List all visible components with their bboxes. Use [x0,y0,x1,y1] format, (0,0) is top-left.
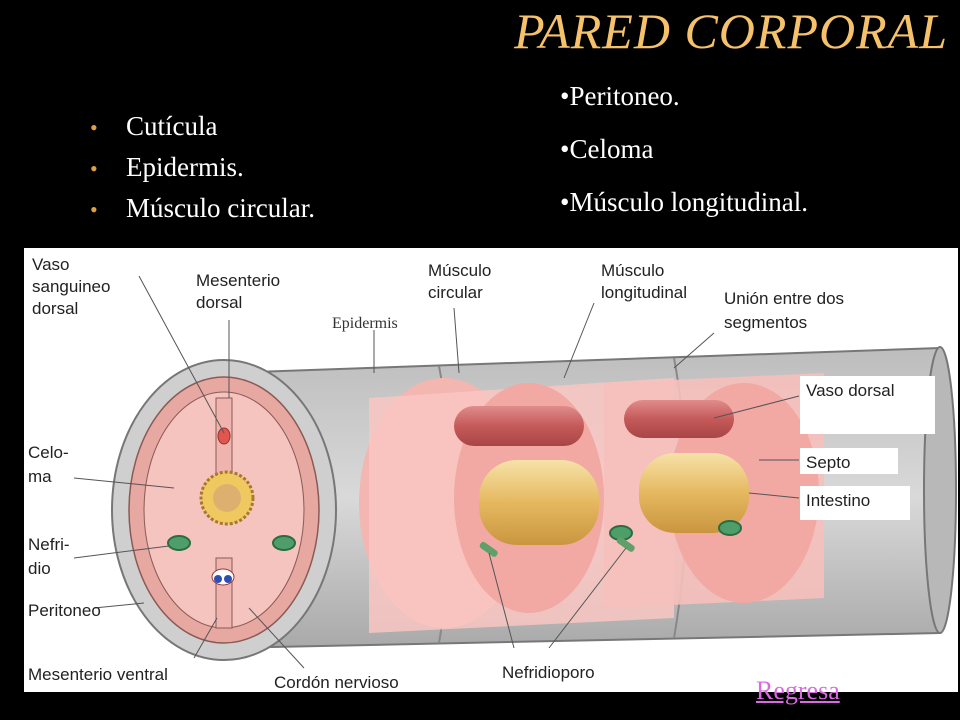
nephridium-icon [718,520,742,536]
segment-2-gut [639,453,749,533]
nephridium-icon [272,535,296,551]
label-mesenterio-ventral: Mesenterio ventral [28,665,168,684]
label-vaso-sanguineo-dorsal: Vaso sanguineo dorsal [32,255,115,318]
label-epidermis: Epidermis [332,315,398,332]
label-musculo-circular: Músculo circular [428,261,496,302]
bullet-item-musculo-longitudinal: •Músculo longitudinal. [560,187,808,217]
segment-1-gut [479,460,599,545]
label-celoma: Celo- ma [28,443,73,486]
dorsal-vessel-icon [217,427,231,445]
intestine-lumen-icon [213,484,241,512]
bullet-item-epidermis: •Epidermis. [90,152,244,182]
nerve-cord-icon [224,575,232,583]
segment-1-vessel [454,406,584,446]
label-peritoneo: Peritoneo [28,601,101,620]
nephridium-icon [167,535,191,551]
label-union-segmentos: Unión entre dos segmentos [724,289,849,332]
tube-bottom-edge [223,632,941,649]
bullet-item-cuticula: •Cutícula [90,111,218,141]
bullet-item-celoma: •Celoma [560,134,654,164]
label-mesenterio-dorsal: Mesenterio dorsal [196,271,285,312]
bullet-item-peritoneo: •Peritoneo. [560,81,680,111]
leader-lines [73,275,800,669]
bullet-dot-icon: • [90,115,98,140]
left-bullet-list: •Cutícula •Epidermis. •Músculo circular. [90,113,315,236]
slide-title: PARED CORPORAL [514,3,948,59]
mesentery-ventral [215,557,233,629]
nephridiopore-icon [479,541,498,557]
right-bullet-list: •Peritoneo. •Celoma •Músculo longitudina… [560,83,808,242]
regresa-link[interactable]: Regresa [756,676,840,705]
label-septo: Septo [806,453,850,472]
label-musculo-longitudinal: Músculo longitudinal [601,261,687,302]
tube-top-edge [223,347,941,374]
label-vaso-dorsal: Vaso dorsal [806,381,895,400]
bullet-dot-icon: • [90,197,98,222]
label-nefridio: Nefri- dio [28,535,74,578]
label-cordon-nervioso: Cordón nervioso [274,673,399,692]
label-nefridioporo: Nefridioporo [502,663,595,682]
nephridiopore-icon [616,536,635,552]
label-intestino: Intestino [806,491,870,510]
segment-2-vessel [624,400,734,438]
bullet-item-musculo-circular: •Músculo circular. [90,193,315,223]
body-wall-diagram: Vaso sanguineo dorsal Mesenterio dorsal … [24,248,958,692]
nerve-cord-icon [214,575,222,583]
bullet-dot-icon: • [90,156,98,181]
